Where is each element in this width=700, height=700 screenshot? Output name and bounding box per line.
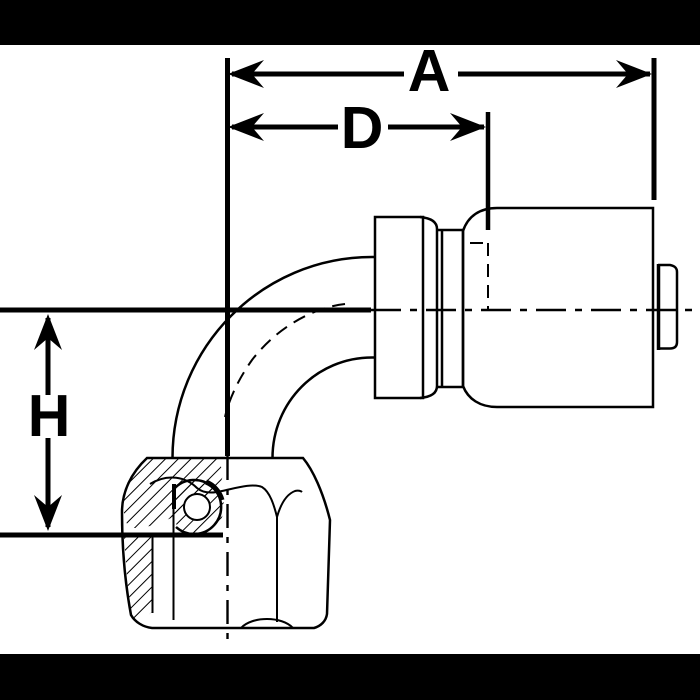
bend-outer-arc	[171, 255, 375, 459]
crimp-shell	[461, 206, 655, 409]
centerlines	[0, 58, 700, 646]
hose-nipple	[658, 263, 679, 350]
bend-inner-arc	[271, 356, 375, 459]
dim-a-arrow-left	[228, 60, 264, 88]
dim-h-arrow-up	[34, 314, 62, 350]
dim-h-arrow-down	[34, 495, 62, 531]
bottom-border-bar	[0, 654, 700, 700]
dim-d-arrow-right	[450, 113, 486, 141]
collar-block	[373, 215, 425, 400]
bend-bore-hidden-arc	[224, 303, 346, 418]
top-border-bar	[0, 0, 700, 45]
collar-chamfer	[419, 215, 439, 400]
nut-bore-lines	[151, 509, 175, 620]
elbow-bend	[171, 255, 375, 459]
nut-outline	[120, 456, 332, 630]
nut-section-hatch-lower	[124, 537, 152, 620]
seat-outer-arc-heavy	[204, 479, 225, 501]
dim-label-d: D	[341, 95, 384, 161]
dimension-h: H	[0, 314, 223, 538]
dim-label-a: A	[408, 38, 451, 104]
dimension-d: D	[228, 95, 491, 230]
fitting-body	[373, 206, 679, 409]
seat-section-bore	[183, 493, 211, 521]
nut-face-wave	[149, 476, 303, 521]
shell-hidden-tube	[470, 242, 489, 310]
dim-a-arrow-right	[616, 60, 652, 88]
swivel-nut	[120, 456, 332, 630]
nut-bottom-chamfer	[240, 618, 294, 629]
dimension-a: A	[228, 38, 657, 200]
neck-washer	[437, 228, 465, 389]
dim-label-h: H	[28, 383, 71, 449]
dim-d-arrow-left	[228, 113, 264, 141]
